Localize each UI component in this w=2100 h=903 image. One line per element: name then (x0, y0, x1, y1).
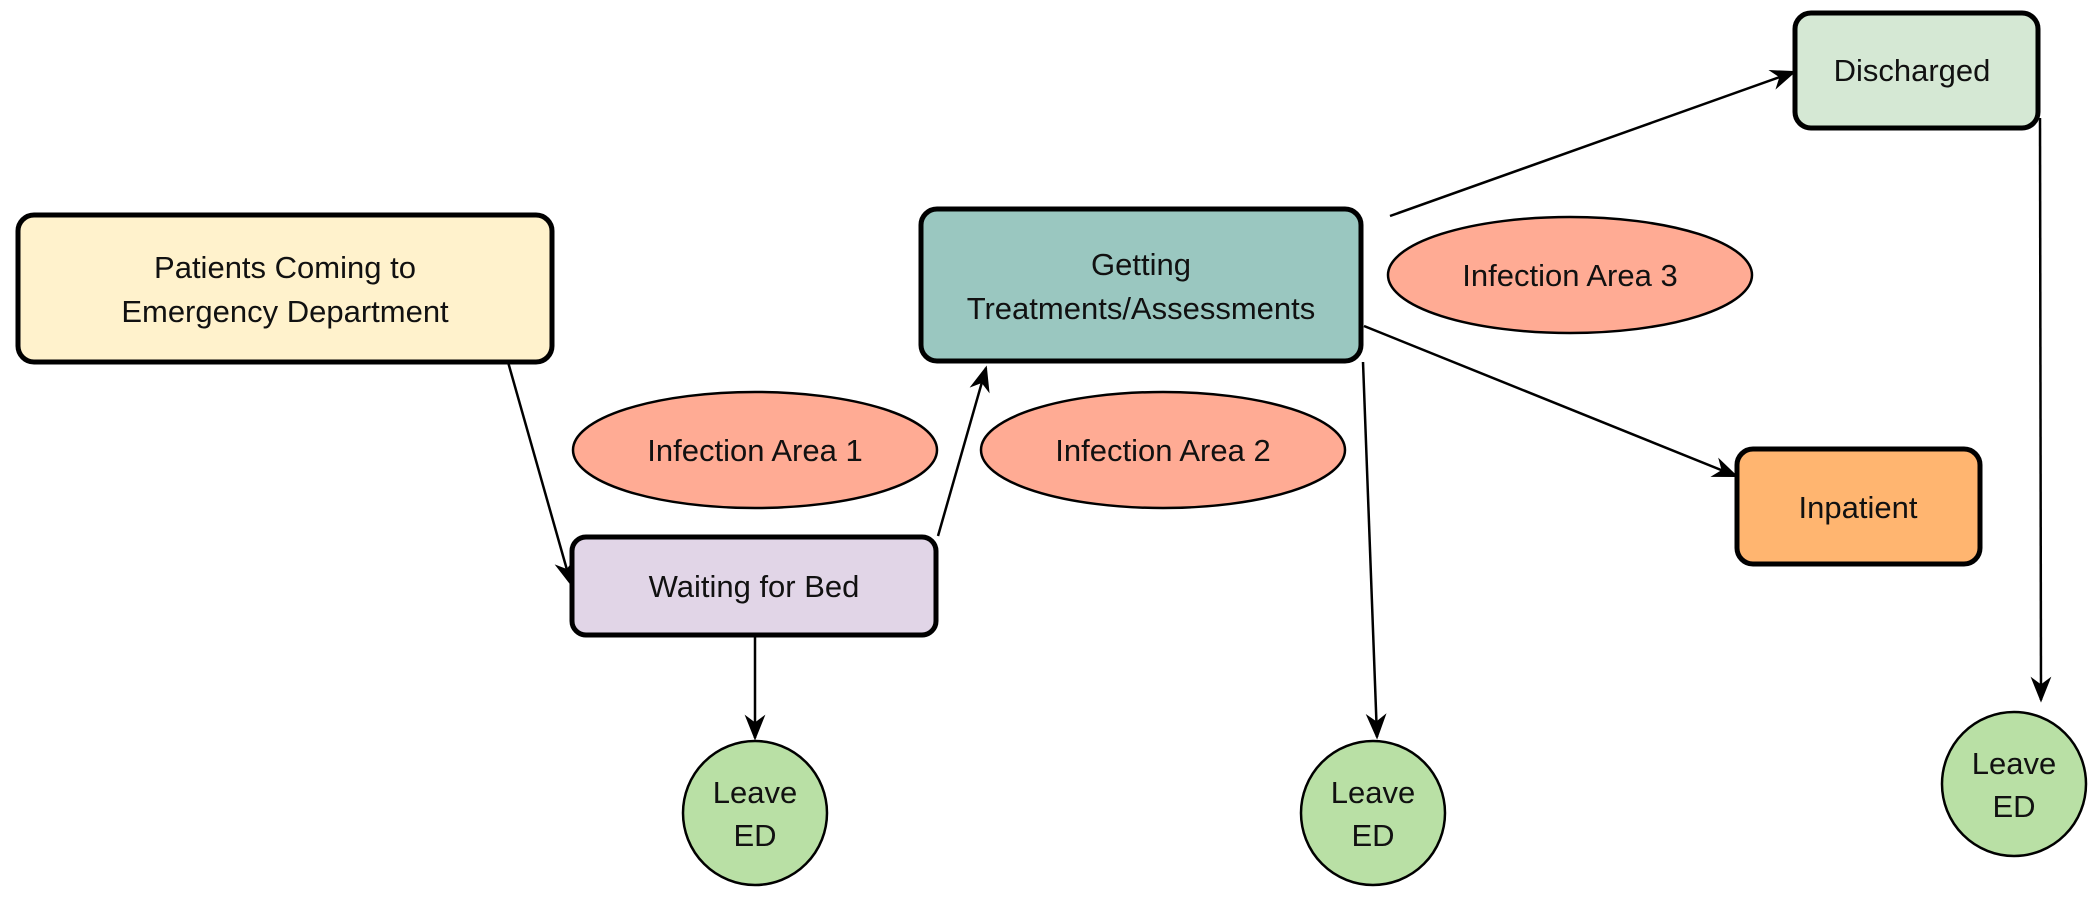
node-infection3-label: Infection Area 3 (1462, 258, 1677, 293)
edge-patients-to-waiting (506, 361, 575, 587)
edge-discharged-to-leave3 (2030, 117, 2052, 703)
node-leave2-line1: Leave (1331, 775, 1415, 810)
node-discharged: Discharged (1792, 10, 2041, 131)
node-treatments-line2: Treatments/Assessments (967, 291, 1316, 326)
node-leave-ed-1: Leave ED (681, 739, 829, 887)
node-discharged-label: Discharged (1834, 53, 1991, 88)
node-inpatient: Inpatient (1734, 446, 1983, 567)
node-patients-line2: Emergency Department (121, 294, 449, 329)
node-leave1-line1: Leave (713, 775, 797, 810)
node-waiting-label: Waiting for Bed (649, 569, 860, 604)
node-leave-ed-3: Leave ED (1940, 710, 2088, 858)
node-leave3-line2: ED (1992, 789, 2035, 824)
node-waiting-for-bed: Waiting for Bed (569, 534, 939, 638)
node-infection-area-1: Infection Area 1 (571, 390, 939, 510)
node-treatments-line1: Getting (1091, 247, 1191, 282)
node-leave1-line2: ED (733, 818, 776, 853)
node-leave-ed-2: Leave ED (1299, 739, 1447, 887)
edge-treatments-to-discharged (1389, 70, 1797, 218)
edge-treatments-to-leave2 (1361, 361, 1387, 740)
node-infection2-label: Infection Area 2 (1055, 433, 1270, 468)
edges (506, 70, 2052, 741)
node-infection1-label: Infection Area 1 (647, 433, 862, 468)
edge-treatments-to-inpatient (1363, 324, 1739, 478)
node-infection-area-3: Infection Area 3 (1386, 215, 1754, 335)
node-patients-coming: Patients Coming to Emergency Department (15, 212, 555, 365)
node-leave2-line2: ED (1351, 818, 1394, 853)
edge-waiting-to-treatments (936, 365, 990, 537)
node-inpatient-label: Inpatient (1799, 490, 1918, 525)
node-patients-line1: Patients Coming to (154, 250, 416, 285)
node-leave3-line1: Leave (1972, 746, 2056, 781)
node-getting-treatments: Getting Treatments/Assessments (918, 206, 1364, 364)
node-infection-area-2: Infection Area 2 (979, 390, 1347, 510)
